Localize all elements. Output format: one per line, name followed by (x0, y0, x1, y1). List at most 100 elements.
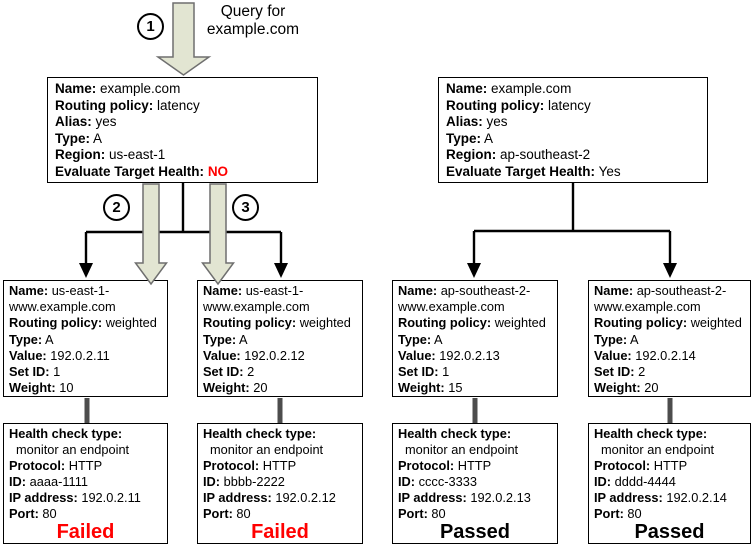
record-field-line: Weight: 20 (594, 380, 745, 396)
field-label: Type: (446, 130, 482, 146)
field-value-evaluate-target-health: Yes (598, 163, 621, 179)
arrowhead-icon (274, 263, 288, 278)
record-field-line: Weight: 20 (203, 380, 357, 396)
field-label: Weight: (398, 380, 445, 396)
field-label: Set ID: (398, 364, 439, 380)
field-value: 192.0.2.12 (244, 347, 305, 363)
record-field-line: Protocol: HTTP (594, 458, 745, 474)
health-status: Passed (439, 521, 511, 544)
record-field-line: Routing policy: weighted (594, 315, 745, 331)
record-field-line: Set ID: 2 (203, 364, 357, 380)
weighted-record-box-2: Name: us-east-1-www.example.com Routing … (197, 280, 363, 397)
field-label: Routing policy: (446, 97, 545, 113)
record-field-line: Value: 192.0.2.12 (203, 348, 357, 364)
field-label: Type: (203, 331, 237, 347)
field-label: Name: (55, 81, 97, 96)
field-value: yes (95, 114, 117, 130)
field-value: 192.0.2.13 (470, 489, 531, 505)
health-status: Failed (251, 521, 309, 544)
field-value: ap-southeast-2-www.example.com (594, 283, 727, 315)
field-value: monitor an endpoint (405, 441, 519, 457)
field-value: cccc-3333 (418, 473, 477, 489)
record-field-line: Port: 80 (9, 506, 162, 522)
health-check-box-1: Health check type: monitor an endpoint P… (3, 423, 168, 544)
record-field-line: Weight: 15 (398, 380, 552, 396)
field-value: 192.0.2.11 (81, 489, 141, 505)
record-field-line: Name: ap-southeast-2-www.example.com (398, 283, 552, 315)
health-status: Failed (56, 521, 115, 544)
record-field-line: Value: 192.0.2.13 (398, 348, 552, 364)
field-label: Port: (398, 505, 428, 521)
field-label: Type: (9, 331, 43, 347)
record-field-line: Alias: yes (55, 114, 310, 131)
field-value: 192.0.2.14 (635, 347, 696, 363)
field-label: Weight: (203, 380, 250, 396)
field-label: Alias: (446, 114, 483, 130)
field-label: Protocol: (203, 457, 260, 473)
field-value: us-east-1-www.example.com (9, 283, 116, 315)
field-value: example.com (491, 81, 572, 96)
field-label: ID: (203, 473, 221, 489)
record-field-line: Name: ap-southeast-2-www.example.com (594, 283, 745, 315)
record-field-line: Health check type: (203, 426, 357, 442)
field-label: Health check type: (594, 426, 708, 441)
field-label: Evaluate Target Health: (55, 163, 205, 179)
field-label: Value: (203, 347, 241, 363)
record-field-line: monitor an endpoint (398, 442, 552, 458)
latency-record-box-us-east-1: Name: example.com Routing policy: latenc… (47, 77, 318, 183)
record-field-line: IP address: 192.0.2.14 (594, 490, 745, 506)
field-value: yes (486, 114, 508, 130)
step-3-arrow-icon (201, 183, 235, 286)
step-1-badge: 1 (137, 13, 164, 40)
latency-record-box-ap-southeast-2: Name: example.com Routing policy: latenc… (438, 77, 708, 183)
field-value: 192.0.2.11 (50, 347, 110, 363)
field-value: 1 (53, 364, 61, 380)
health-check-box-2: Health check type: monitor an endpoint P… (197, 423, 363, 544)
record-field-line: Type: A (9, 332, 162, 348)
weighted-record-box-1: Name: us-east-1-www.example.com Routing … (3, 280, 168, 397)
record-field-line: Routing policy: weighted (398, 315, 552, 331)
field-value: weighted (299, 315, 351, 331)
record-field-line: Protocol: HTTP (398, 458, 552, 474)
field-label: Health check type: (203, 426, 317, 441)
field-value: 2 (638, 364, 646, 380)
field-value: 192.0.2.12 (275, 489, 336, 505)
field-label: IP address: (594, 489, 663, 505)
health-check-box-3: Health check type: monitor an endpoint P… (392, 423, 558, 544)
record-field-line: Port: 80 (398, 506, 552, 522)
record-field-line: Health check type: (398, 426, 552, 442)
field-label: Set ID: (594, 364, 635, 380)
record-field-line: Weight: 10 (9, 380, 162, 396)
record-field-line: Value: 192.0.2.14 (594, 348, 745, 364)
field-value: A (45, 331, 54, 347)
field-label: Routing policy: (594, 315, 688, 331)
field-label: Port: (203, 505, 233, 521)
field-label: Protocol: (398, 457, 455, 473)
field-label: Port: (9, 505, 39, 521)
field-value: 192.0.2.14 (666, 489, 727, 505)
field-label: Region: (446, 147, 497, 163)
field-value: monitor an endpoint (210, 441, 324, 457)
record-field-line: Name: example.com (446, 81, 700, 98)
field-value: 80 (627, 505, 642, 521)
record-field-line: ID: aaaa-1111 (9, 474, 162, 490)
field-value: latency (157, 97, 200, 113)
field-label: Name: (9, 283, 49, 298)
record-field-line: IP address: 192.0.2.11 (9, 490, 162, 506)
record-field-line: Region: us-east-1 (55, 147, 310, 164)
record-field-line: Value: 192.0.2.11 (9, 348, 162, 364)
field-value: A (93, 130, 103, 146)
field-label: IP address: (9, 489, 78, 505)
field-value: ap-southeast-2-www.example.com (398, 283, 531, 315)
field-label: IP address: (398, 489, 467, 505)
field-value: dddd-4444 (614, 473, 676, 489)
record-field-line: Routing policy: latency (446, 98, 700, 115)
record-field-line: Type: A (594, 332, 745, 348)
field-label: Type: (55, 130, 91, 146)
record-field-line: Region: ap-southeast-2 (446, 147, 700, 164)
arrowhead-icon (79, 263, 93, 278)
record-field-line: Port: 80 (594, 506, 745, 522)
field-label: Health check type: (398, 426, 512, 441)
record-field-line: monitor an endpoint (203, 442, 357, 458)
record-field-line: Name: us-east-1-www.example.com (203, 283, 357, 315)
